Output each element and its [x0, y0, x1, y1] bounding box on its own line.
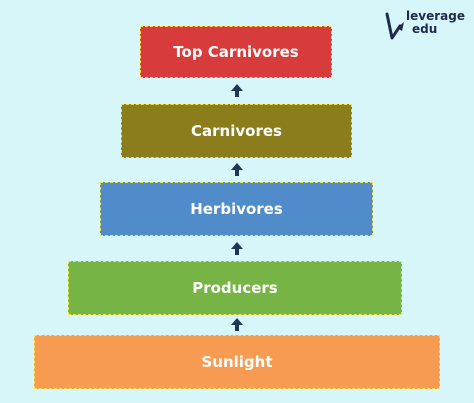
level-carnivores: Carnivores	[121, 104, 352, 158]
logo-line-2: edu	[412, 22, 438, 36]
level-label: Carnivores	[191, 122, 282, 140]
up-arrow-icon	[231, 84, 243, 97]
rocket-v-icon	[385, 12, 404, 40]
up-arrow-icon	[231, 318, 243, 331]
level-label: Herbivores	[190, 200, 283, 218]
logo-text: leverage edu	[406, 10, 465, 36]
level-label: Sunlight	[201, 353, 273, 371]
level-herbivores: Herbivores	[100, 182, 373, 236]
logo-line-1: leverage	[406, 9, 465, 23]
level-label: Producers	[192, 279, 278, 297]
level-producers: Producers	[68, 261, 402, 315]
up-arrow-icon	[231, 163, 243, 176]
up-arrow-icon	[231, 242, 243, 255]
level-top-carnivores: Top Carnivores	[140, 26, 332, 78]
level-label: Top Carnivores	[173, 43, 299, 61]
level-sunlight: Sunlight	[34, 335, 440, 389]
leverage-edu-logo: leverage edu	[384, 10, 468, 44]
